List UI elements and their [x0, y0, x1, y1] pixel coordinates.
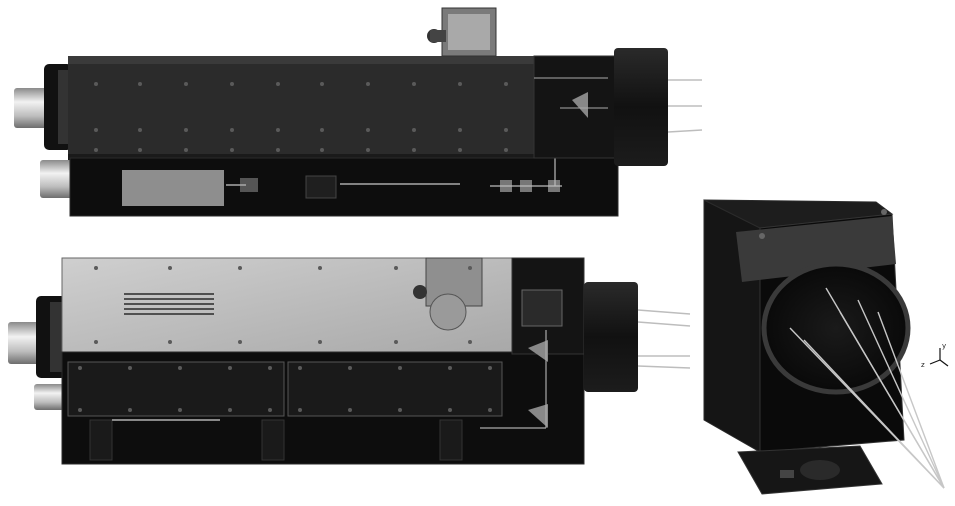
side-view-vent-slots	[124, 293, 214, 315]
screw-head	[412, 82, 416, 86]
screw-head	[78, 408, 82, 412]
side-view-connector-lower	[34, 384, 64, 410]
screw-head	[268, 366, 272, 370]
side-view-screws	[78, 266, 492, 412]
screw-head	[366, 148, 370, 152]
screw-head	[138, 82, 142, 86]
top-view-screws	[94, 82, 508, 152]
top-view-connector-upper	[14, 88, 48, 128]
screw-head	[184, 148, 188, 152]
screw-head	[412, 148, 416, 152]
screw-head	[276, 82, 280, 86]
screw-head	[94, 128, 98, 132]
screw-head	[448, 408, 452, 412]
screw-head	[366, 82, 370, 86]
screw-head	[412, 128, 416, 132]
isometric-lens-aperture	[761, 261, 911, 395]
screw-head	[276, 148, 280, 152]
screw-head	[138, 128, 142, 132]
screw-head	[230, 82, 234, 86]
screw-head	[276, 128, 280, 132]
screw-head	[230, 148, 234, 152]
screw-head	[178, 408, 182, 412]
screw-head	[94, 82, 98, 86]
screw-head	[168, 266, 172, 270]
screw-head	[184, 128, 188, 132]
screw-head	[168, 340, 172, 344]
top-view-lens-barrel	[614, 48, 668, 166]
top-view-housing	[68, 56, 534, 158]
side-view-lens-barrel	[584, 282, 638, 392]
screw-head	[458, 128, 462, 132]
screw-head	[128, 366, 132, 370]
screw-head	[78, 366, 82, 370]
screw-head	[366, 128, 370, 132]
screw-head	[268, 408, 272, 412]
screw-head	[238, 266, 242, 270]
screw-head	[298, 408, 302, 412]
screw-head	[488, 408, 492, 412]
screw-head	[468, 340, 472, 344]
screw-head	[448, 366, 452, 370]
axis-label-z: z	[921, 361, 925, 369]
top-view	[14, 7, 703, 217]
screw-head	[394, 266, 398, 270]
screw-head	[348, 366, 352, 370]
screw-head	[318, 266, 322, 270]
screw-head	[128, 408, 132, 412]
screw-head	[458, 82, 462, 86]
screw-head	[94, 340, 98, 344]
axis-label-y: y	[942, 342, 946, 350]
screw-head	[238, 340, 242, 344]
screw-head	[458, 148, 462, 152]
screw-head	[320, 148, 324, 152]
screw-head	[230, 128, 234, 132]
screw-head	[398, 366, 402, 370]
isometric-fiber-bundle	[789, 287, 945, 489]
isometric-view	[703, 199, 945, 495]
screw-head	[178, 366, 182, 370]
screw-head	[138, 148, 142, 152]
screw-head	[504, 128, 508, 132]
screw-head	[320, 128, 324, 132]
top-view-connector-lower	[40, 160, 74, 198]
screw-head	[298, 366, 302, 370]
side-view	[8, 257, 691, 465]
screw-head	[320, 82, 324, 86]
screw-head	[184, 82, 188, 86]
screw-head	[504, 82, 508, 86]
screw-head	[398, 408, 402, 412]
screw-head	[228, 408, 232, 412]
side-view-panel-right	[287, 361, 503, 417]
screw-head	[94, 148, 98, 152]
screw-head	[94, 266, 98, 270]
top-view-fiber-bundle	[667, 79, 703, 133]
side-view-connector-upper	[8, 322, 42, 364]
side-view-panel-left	[67, 361, 285, 417]
screw-head	[394, 340, 398, 344]
screw-head	[348, 408, 352, 412]
screw-head	[228, 366, 232, 370]
screw-head	[318, 340, 322, 344]
axis-triad: z y	[921, 342, 949, 369]
side-view-fiber-bundle	[637, 309, 691, 369]
screw-head	[488, 366, 492, 370]
screw-head	[504, 148, 508, 152]
screw-head	[468, 266, 472, 270]
